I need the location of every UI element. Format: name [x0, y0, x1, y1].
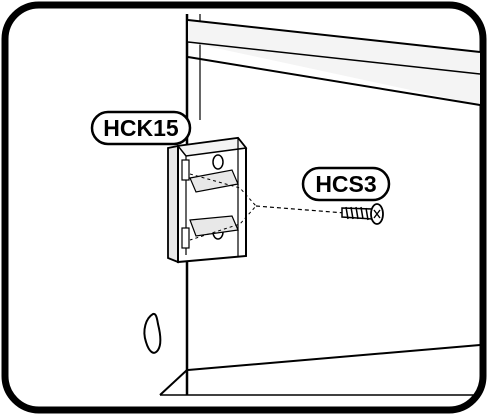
- shelf-pin-hole: [144, 314, 160, 353]
- bracket-lower-slot: [182, 228, 189, 248]
- hck15-callout: HCK15: [92, 112, 190, 144]
- bracket-upper-hole: [213, 155, 223, 169]
- hcs3-callout-label: HCS3: [315, 171, 376, 197]
- bracket-upper-slot: [182, 160, 189, 180]
- bracket-back-plate: [168, 146, 178, 262]
- hcs3-callout: HCS3: [303, 168, 389, 200]
- hck15-bracket: [168, 138, 256, 262]
- hck15-callout-label: HCK15: [103, 115, 179, 141]
